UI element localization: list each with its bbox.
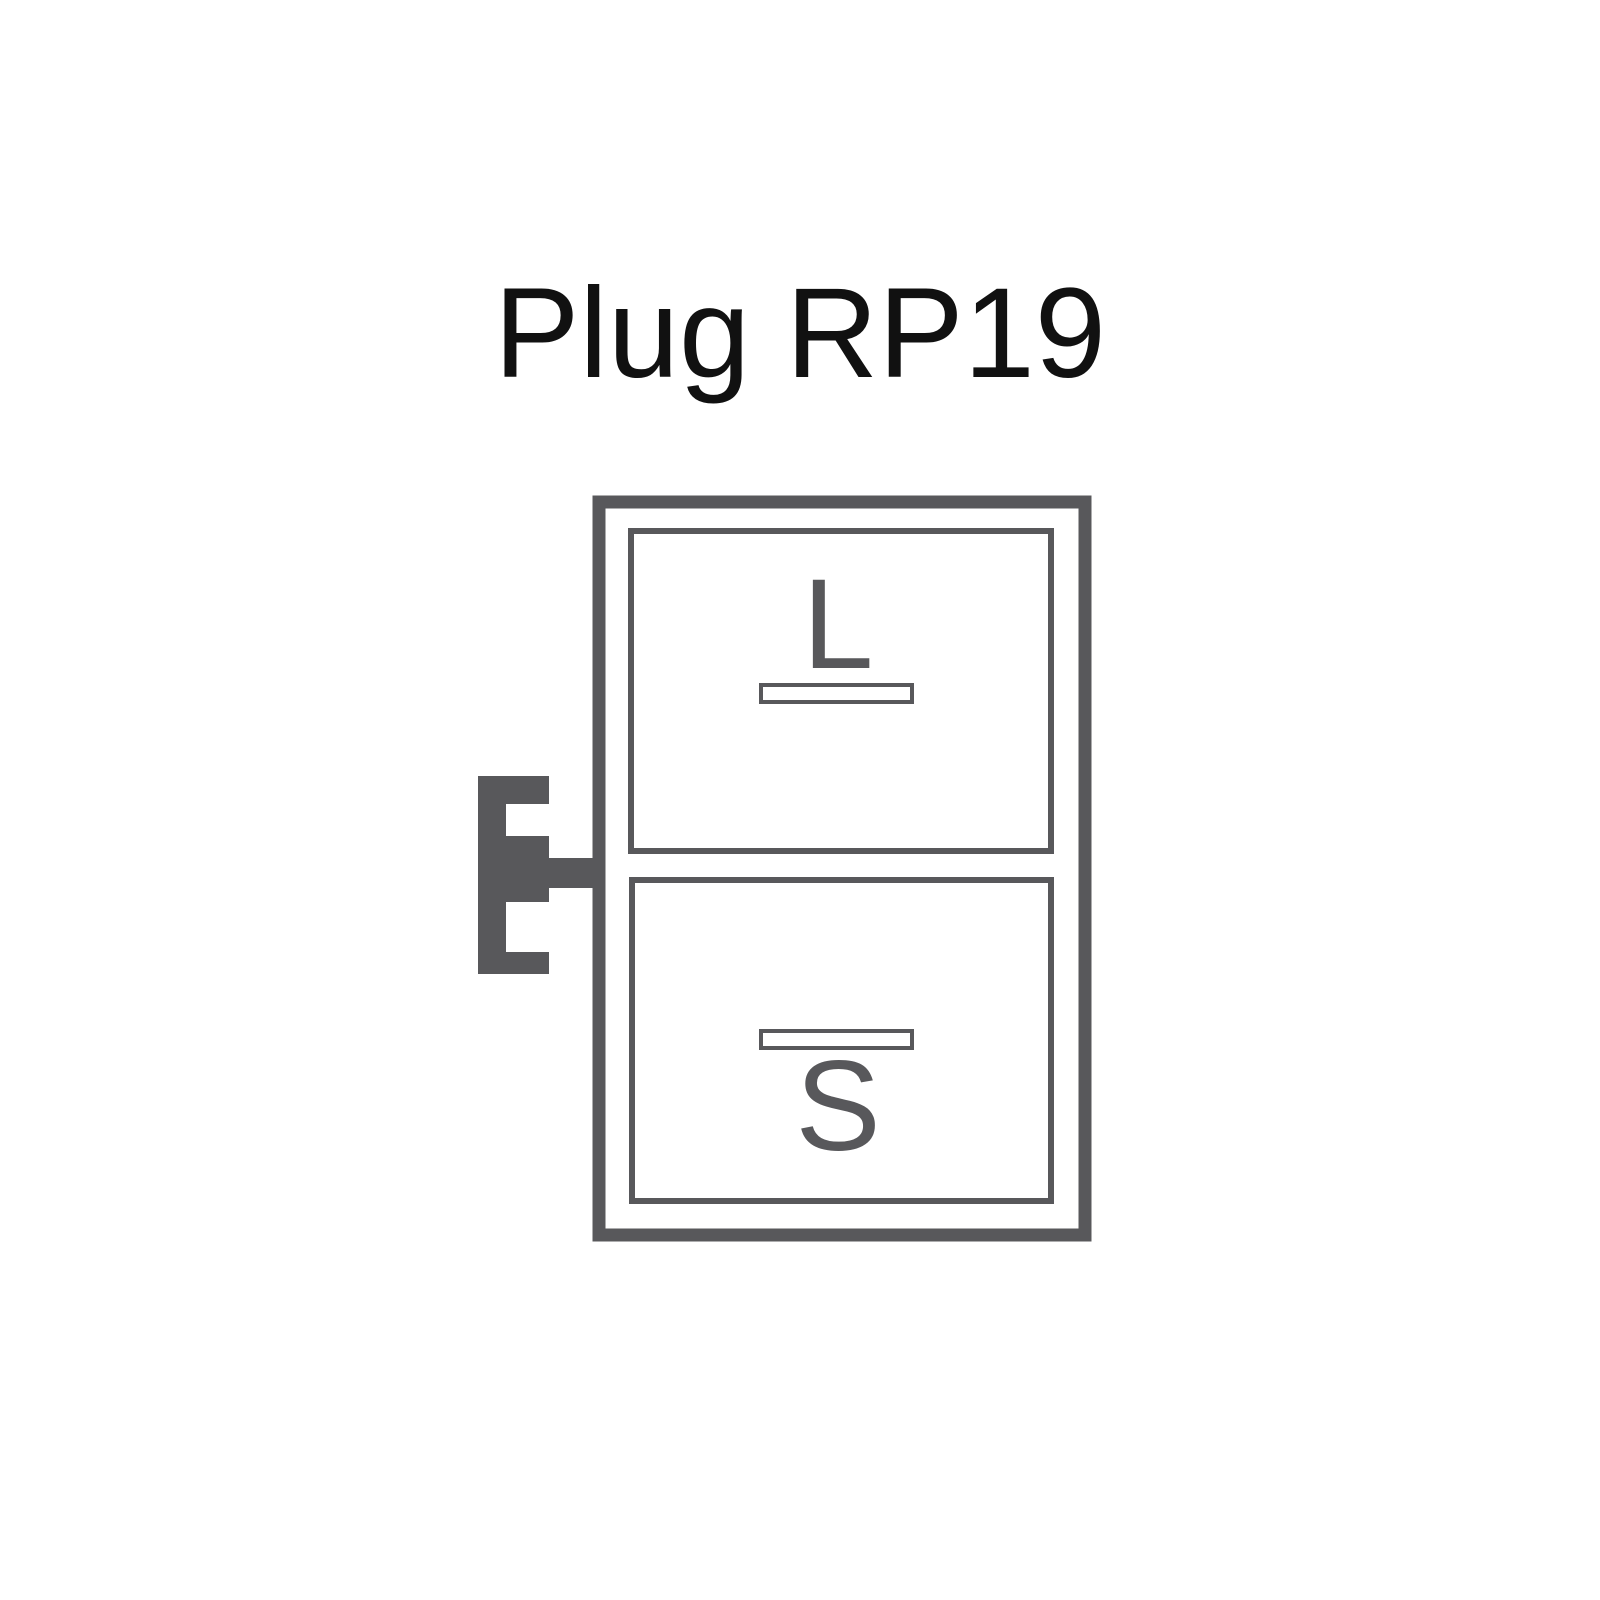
- diagram-title: Plug RP19: [494, 262, 1106, 405]
- top-pin-compartment: [628, 528, 1054, 854]
- bottom-pin-bar: [759, 1029, 914, 1050]
- bottom-pin-label: S: [795, 1035, 880, 1178]
- side-latch-clip: [478, 776, 599, 974]
- top-pin-label: L: [802, 553, 873, 696]
- top-pin-bar: [759, 683, 914, 704]
- bottom-pin-compartment: [629, 877, 1054, 1204]
